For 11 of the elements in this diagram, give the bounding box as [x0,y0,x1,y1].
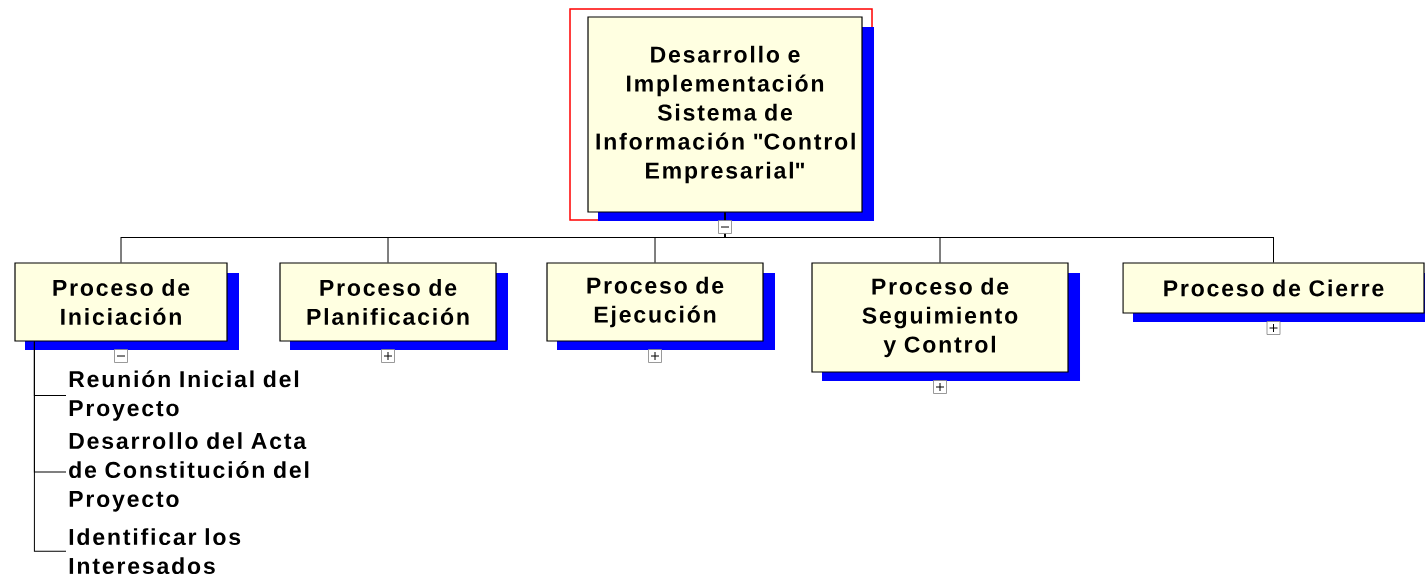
process-box: Desarrollo e Implementación Sistema de Información "Control Empresarial" [587,16,874,221]
process-box: Proceso de Seguimiento y Control [811,262,1080,381]
task-text: Desarrollo del Acta de Constitución del Proyecto [69,432,309,512]
connector-line [33,341,67,552]
task-text: Reunión Inicial del Proyecto [69,370,299,421]
process-box: Proceso de Planificación [279,262,508,350]
task-text: Identificar los Interesados [69,528,241,575]
process-box: Proceso de Cierre [1122,262,1425,322]
connector-line [724,212,1274,263]
process-box: Proceso de Iniciación [14,262,239,350]
process-box: Proceso de Ejecución [546,262,775,350]
